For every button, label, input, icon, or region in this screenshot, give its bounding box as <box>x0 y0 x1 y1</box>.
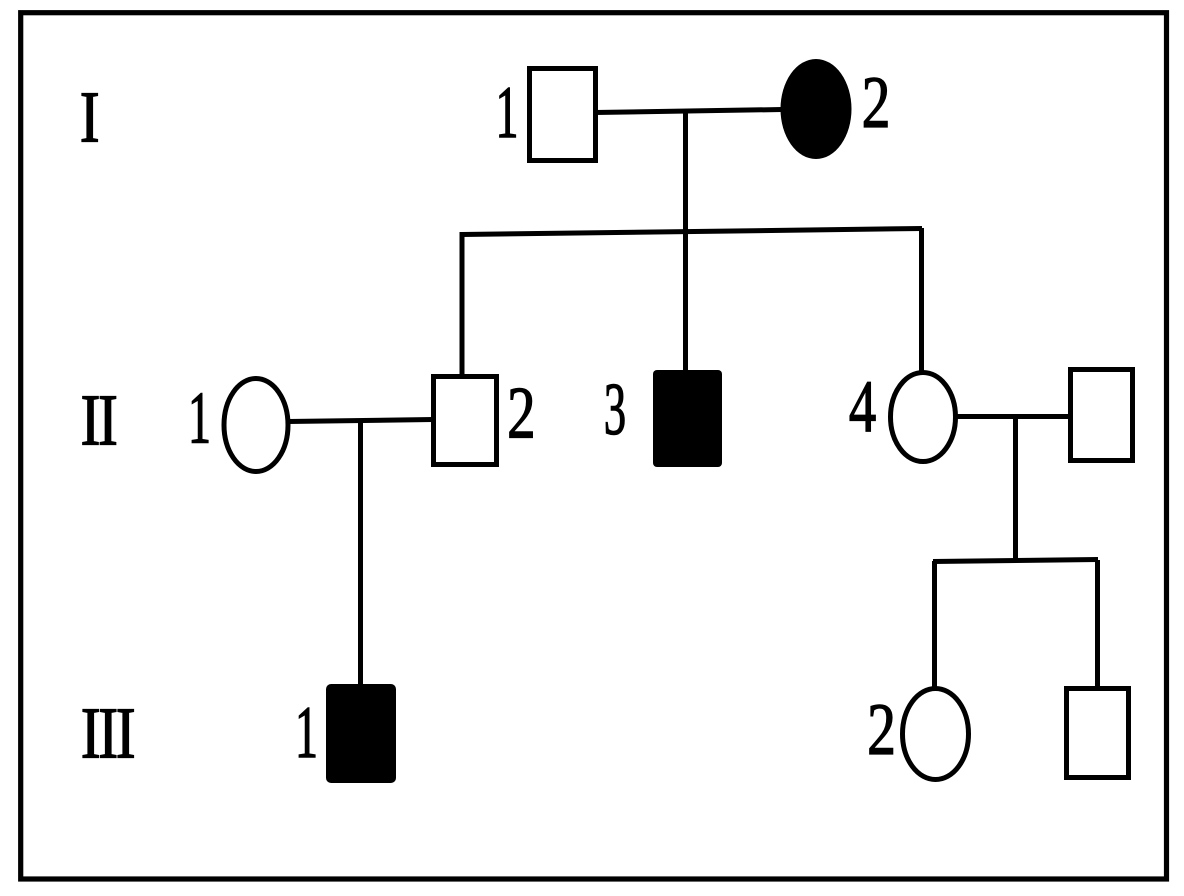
svg-text:1: 1 <box>188 378 211 460</box>
svg-text:1: 1 <box>295 692 318 774</box>
svg-text:III: III <box>81 694 134 774</box>
svg-text:4: 4 <box>849 366 876 448</box>
svg-text:2: 2 <box>862 62 891 143</box>
svg-text:II: II <box>81 381 116 461</box>
svg-text:2: 2 <box>507 373 535 455</box>
svg-text:2: 2 <box>867 689 896 770</box>
svg-text:1: 1 <box>496 72 519 154</box>
svg-text:3: 3 <box>604 370 626 451</box>
svg-text:I: I <box>80 78 98 158</box>
